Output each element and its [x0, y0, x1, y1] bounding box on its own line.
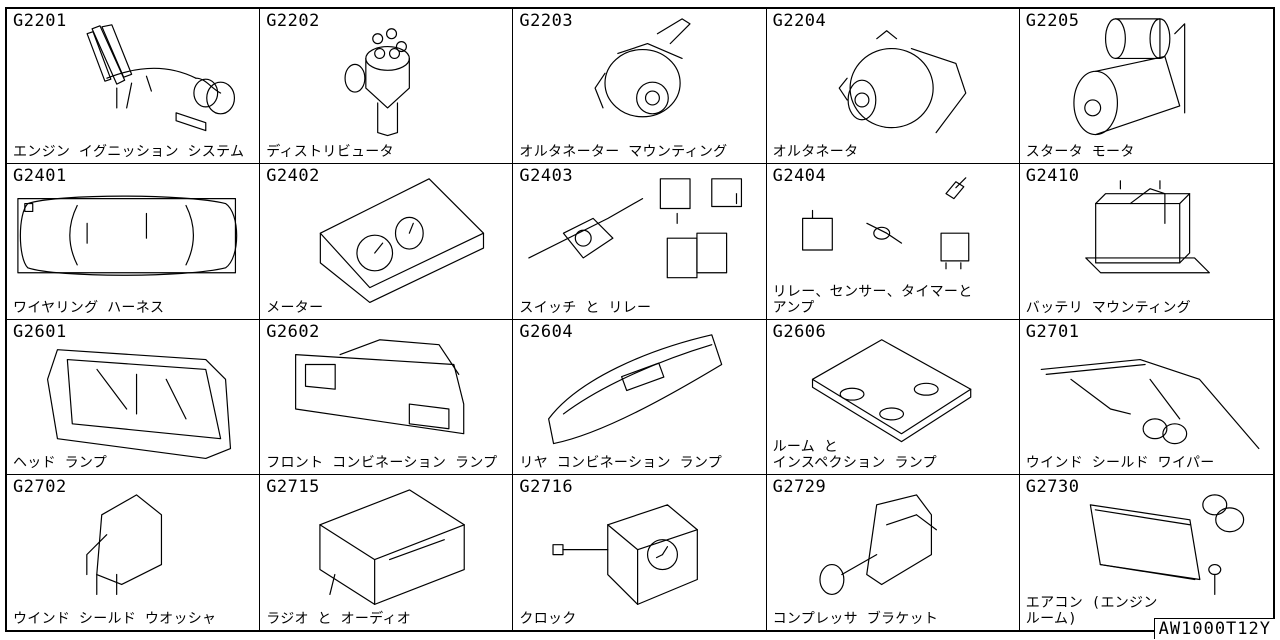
part-code: G2604: [519, 321, 574, 342]
battery-mounting-illustration: [1084, 180, 1210, 274]
compressor-bracket-illustration: [818, 494, 937, 595]
catalog-cell-g2716[interactable]: G2716 クロック: [513, 474, 767, 630]
part-name: フロント コンビネーション ランプ: [266, 454, 498, 471]
switch-and-relay-illustration: [528, 178, 743, 279]
part-code: G2204: [772, 11, 827, 31]
part-code: G2202: [266, 11, 320, 31]
catalog-cell-g2410[interactable]: G2410 バッテリ マウンティング: [1019, 164, 1273, 320]
part-name: スイッチ と リレー: [519, 299, 652, 316]
parts-catalog-grid: G2201 エンジン イグニッション システム G2202 ディストリビュータ …: [5, 7, 1275, 632]
part-name: オルタネータ: [772, 144, 859, 161]
part-name: メーター: [266, 299, 324, 316]
catalog-cell-g2203[interactable]: G2203 オルタネーター マウンティング: [513, 9, 767, 165]
catalog-cell-g2601[interactable]: G2601 ヘッド ランプ: [7, 319, 261, 475]
windshield-wiper-illustration: [1040, 358, 1260, 449]
catalog-cell-g2201[interactable]: G2201 エンジン イグニッション システム: [7, 9, 261, 165]
part-name: ウインド シールド ワイパー: [1025, 454, 1215, 471]
catalog-reference-code: AW1000T12Y: [1153, 618, 1275, 639]
catalog-cell-g2606[interactable]: G2606 ルーム と インスペクション ランプ: [766, 319, 1020, 475]
part-code: G2602: [266, 321, 320, 342]
catalog-cell-g2602[interactable]: G2602 フロント コンビネーション ランプ: [260, 319, 514, 475]
catalog-cell-g2403[interactable]: G2403 スイッチ と リレー: [513, 164, 767, 320]
catalog-cell-g2729[interactable]: G2729 コンプレッサ ブラケット: [767, 474, 1020, 630]
part-name: クロック: [519, 611, 577, 627]
catalog-cell-g2604[interactable]: G2604 リヤ コンビネーション ランプ: [513, 319, 767, 475]
part-name: ラジオ と オーディオ: [266, 611, 412, 627]
part-name: ルーム と インスペクション ランプ: [772, 438, 937, 471]
part-code: G2201: [13, 11, 67, 31]
catalog-cell-g2404[interactable]: G2404 リレー、センサー、タイマーと アンプ: [766, 164, 1020, 320]
part-name: エアコン (エンジン ルーム): [1025, 595, 1158, 627]
part-code: G2702: [13, 476, 67, 497]
part-name: コンプレッサ ブラケット: [772, 611, 939, 627]
catalog-cell-g2401[interactable]: G2401 ワイヤリング ハーネス: [7, 164, 261, 320]
part-name: リレー、センサー、タイマーと アンプ: [772, 283, 973, 316]
rear-combination-lamp-illustration: [548, 333, 723, 444]
catalog-cell-g2702[interactable]: G2702 ウインド シールド ウオッシャ: [7, 474, 261, 630]
part-name: ワイヤリング ハーネス: [13, 299, 165, 316]
part-code: G2601: [13, 321, 67, 342]
part-code: G2203: [519, 11, 574, 31]
catalog-cell-g2701[interactable]: G2701 ウインド シールド ワイパー: [1019, 320, 1273, 475]
alternator-illustration: [838, 30, 966, 134]
headlamp-illustration: [46, 348, 232, 459]
catalog-cell-g2730[interactable]: G2730 エアコン (エンジン ルーム): [1020, 475, 1273, 630]
part-name: バッテリ マウンティング: [1025, 299, 1191, 316]
part-code: G2701: [1025, 321, 1080, 342]
part-code: G2404: [772, 166, 827, 187]
part-code: G2729: [772, 476, 827, 497]
part-name: オルタネーター マウンティング: [519, 144, 728, 161]
ignition-system-illustration: [86, 24, 236, 132]
radio-and-audio-illustration: [319, 489, 466, 605]
starter-motor-illustration: [1073, 18, 1186, 136]
part-name: ヘッド ランプ: [13, 454, 108, 471]
catalog-cell-g2202[interactable]: G2202 ディストリビュータ: [260, 9, 514, 165]
part-code: G2606: [772, 321, 827, 342]
part-code: G2402: [266, 166, 320, 187]
part-name: エンジン イグニッション システム: [13, 144, 245, 161]
catalog-cell-g2205[interactable]: G2205 スタータ モータ: [1019, 9, 1273, 165]
part-code: G2403: [519, 166, 574, 187]
wiring-harness-illustration: [17, 195, 238, 277]
front-combination-lamp-illustration: [295, 338, 465, 434]
part-code: G2401: [13, 166, 67, 187]
part-name: スタータ モータ: [1025, 144, 1135, 161]
catalog-cell-g2715[interactable]: G2715 ラジオ と オーディオ: [260, 474, 514, 630]
catalog-cell-g2402[interactable]: G2402 メーター: [260, 164, 514, 320]
part-code: G2410: [1025, 166, 1080, 187]
part-name: リヤ コンビネーション ランプ: [519, 454, 723, 471]
part-name: ウインド シールド ウオッシャ: [13, 611, 217, 627]
windshield-washer-illustration: [86, 494, 163, 595]
part-code: G2730: [1025, 476, 1080, 497]
part-name: ディストリビュータ: [266, 144, 394, 161]
catalog-cell-g2204[interactable]: G2204 オルタネータ: [766, 9, 1020, 165]
part-code: G2716: [519, 476, 574, 497]
alternator-mounting-illustration: [594, 18, 692, 118]
distributor-illustration: [344, 28, 411, 137]
meter-illustration: [319, 178, 485, 304]
part-code: G2715: [266, 476, 320, 497]
clock-illustration: [552, 504, 699, 605]
part-code: G2205: [1025, 11, 1080, 31]
